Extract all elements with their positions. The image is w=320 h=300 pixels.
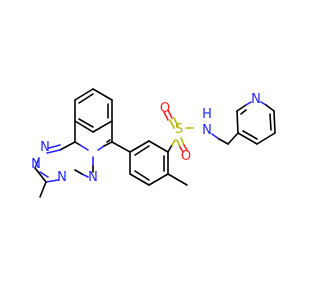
atom-n-sulfonamide: N [202,123,212,138]
atom-n-bridge: N [57,170,67,185]
atom-n-triazole-left: N [31,157,41,172]
structure-svg: N N N N S O O N H N [31,88,276,198]
atom-n-pyridazine: N [88,170,98,185]
benzo-ring [74,88,113,133]
pyridazine-ring [74,120,113,178]
atom-n-pyridine: N [251,92,261,107]
sulfonyl-group [163,109,194,153]
triazole-ring [34,141,76,198]
molecule-drawing: N N N N S O O N H N [31,88,276,198]
atom-oxygen-top: O [160,101,170,116]
tolyl-ring [111,140,188,186]
atom-sulfur: S [175,122,183,137]
atom-h-sulfonamide: H [202,107,212,122]
pyridine-ring [236,101,276,145]
atom-n-triazole-top: N [40,140,50,155]
atom-oxygen-bottom: O [181,149,191,164]
methylene-linker [211,132,239,145]
